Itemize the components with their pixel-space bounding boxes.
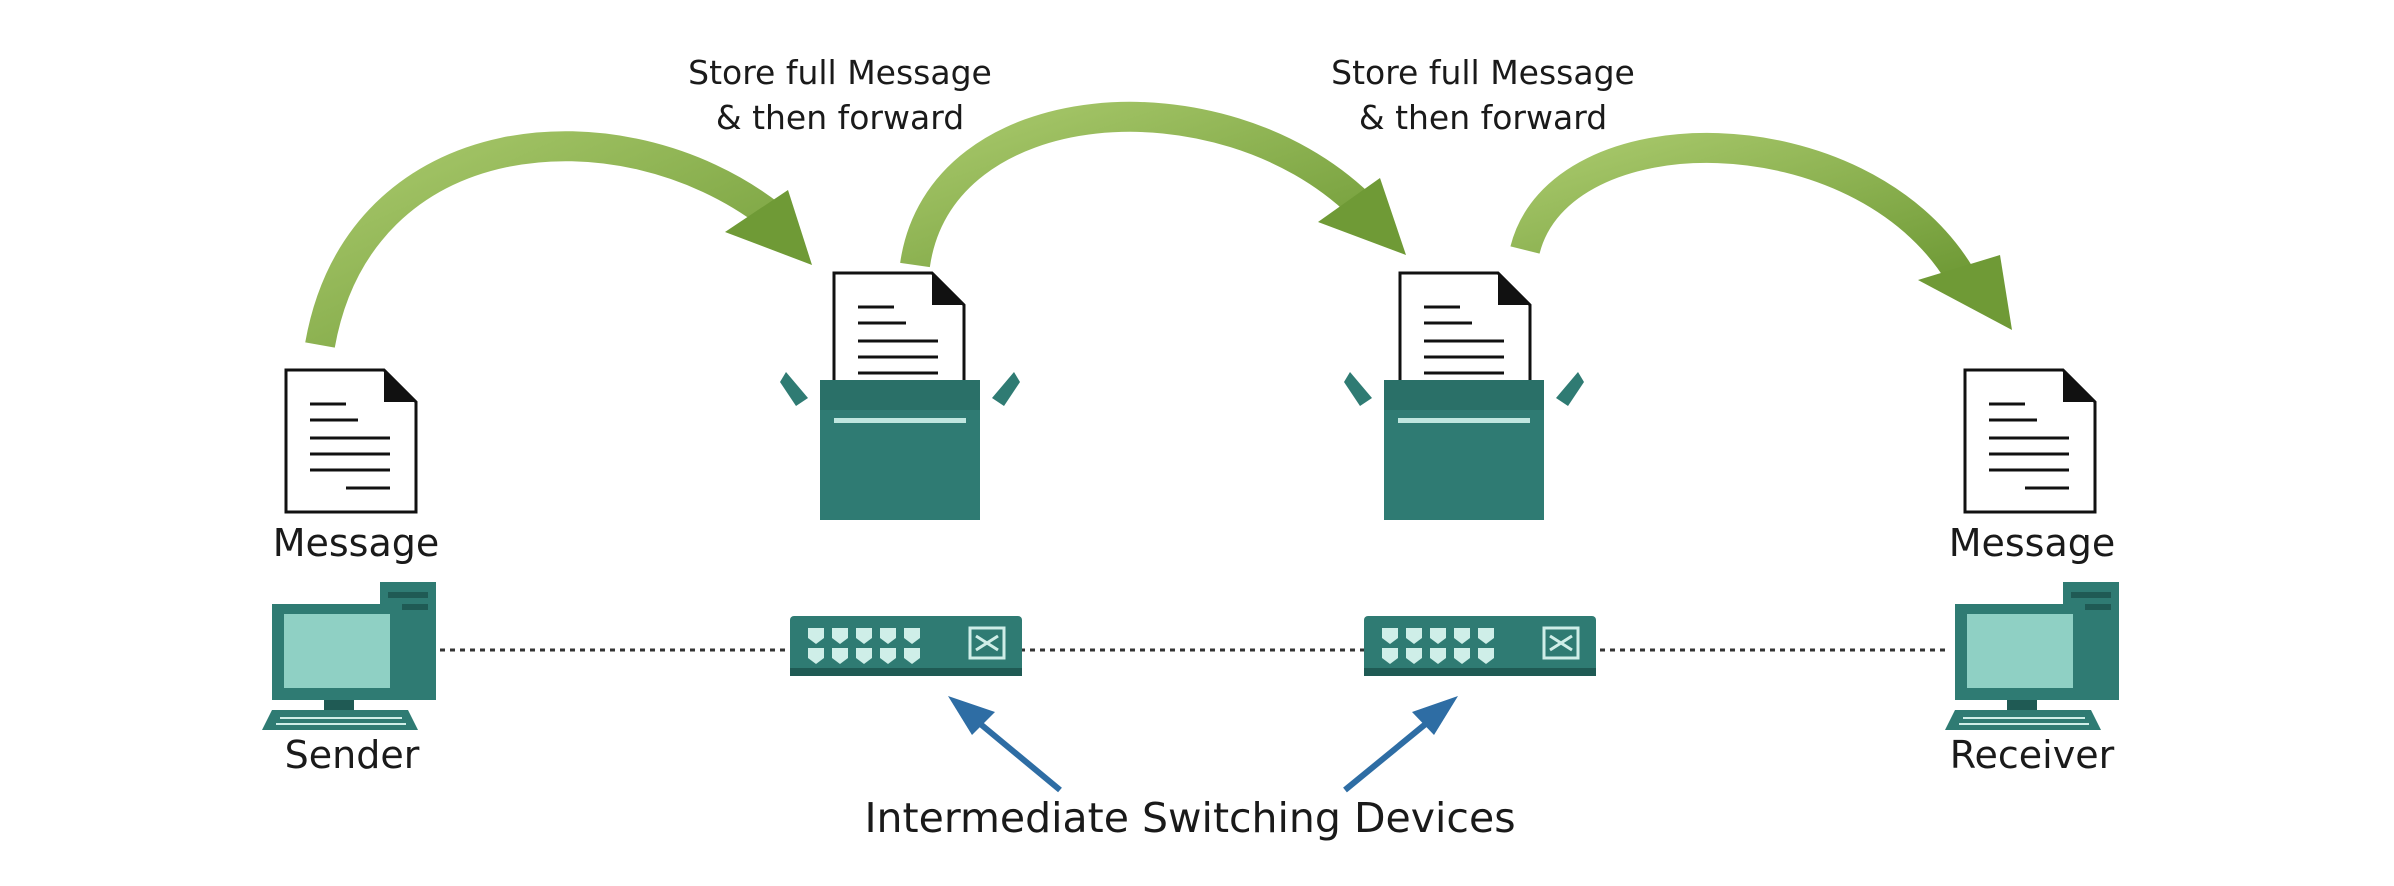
message-label-sender: Message (273, 521, 440, 565)
store-box-icon-1 (780, 372, 1020, 520)
message-label-receiver: Message (1949, 521, 2116, 565)
curved-forward-arrow-1 (305, 131, 812, 348)
document-icon-receiver (1963, 368, 2097, 514)
receiver-label: Receiver (1950, 733, 2115, 777)
curved-forward-arrow-2 (900, 101, 1406, 268)
receiver-computer-icon (1944, 581, 2120, 731)
store-label-1-line2: & then forward (716, 98, 964, 137)
curved-forward-arrow-3 (1510, 133, 2012, 330)
switch-icon-2 (1362, 614, 1598, 678)
store-label-2-line2: & then forward (1359, 98, 1607, 137)
pointer-arrow-2 (1343, 696, 1458, 793)
store-box-icon-2 (1344, 372, 1584, 520)
sender-label: Sender (285, 733, 420, 777)
switch-icon-1 (788, 614, 1024, 678)
switching-devices-label: Intermediate Switching Devices (864, 794, 1515, 842)
pointer-arrow-1 (948, 696, 1062, 793)
document-icon-sender (284, 368, 418, 514)
store-label-1-line1: Store full Message (688, 53, 992, 92)
store-label-2-line1: Store full Message (1331, 53, 1635, 92)
sender-computer-icon (261, 581, 437, 731)
